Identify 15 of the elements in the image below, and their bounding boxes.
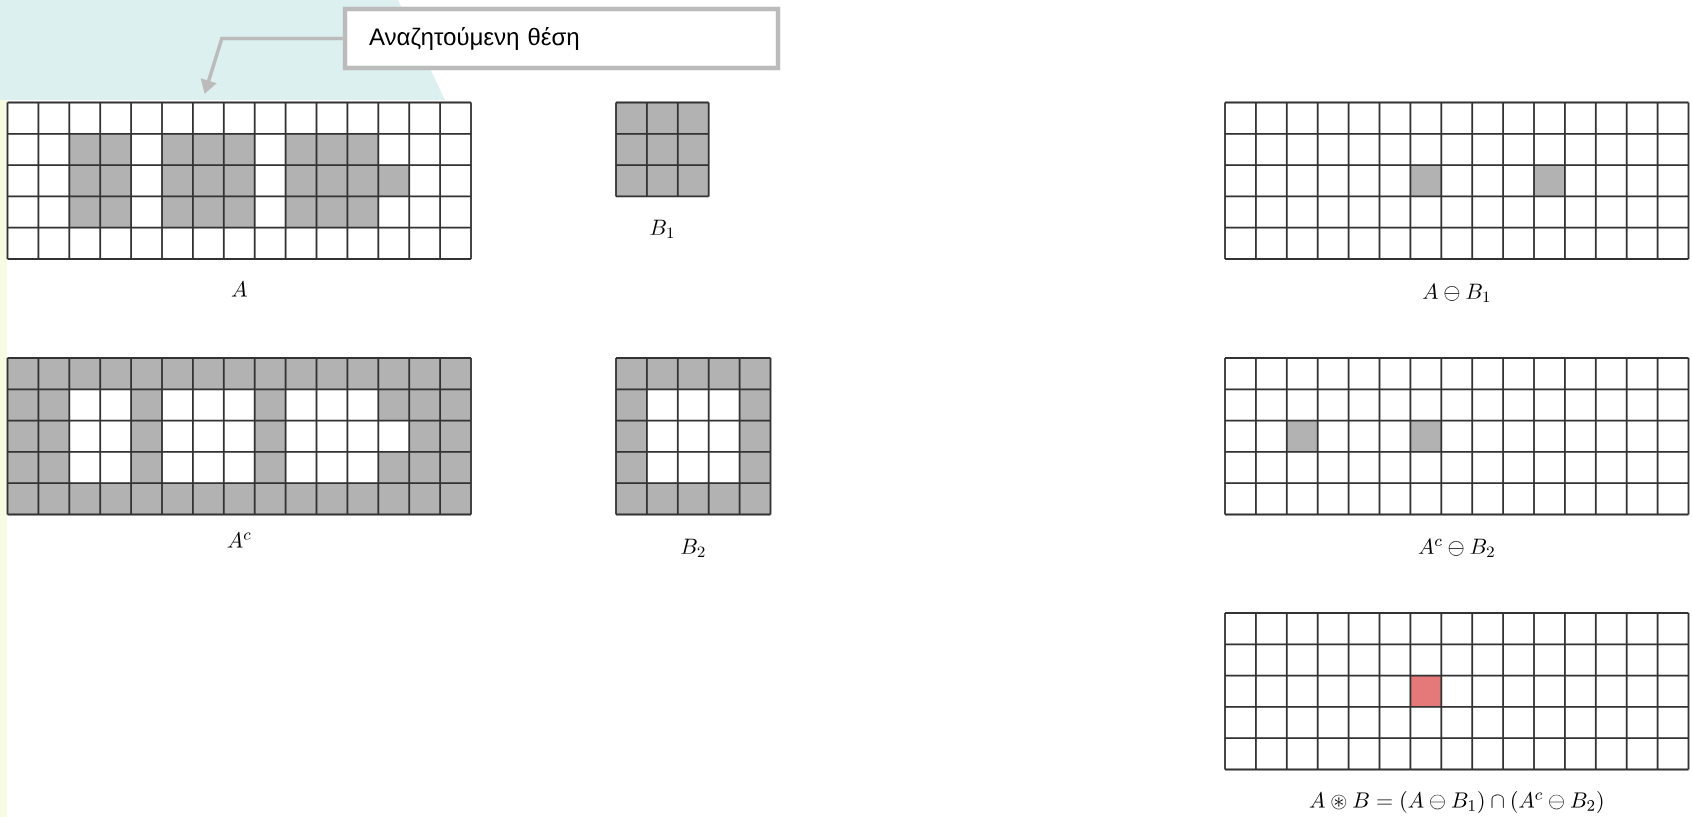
grid-drawing [1224, 357, 1690, 516]
grid-drawing [1224, 101, 1690, 260]
grid-drawing [1224, 612, 1690, 771]
grid-drawing [615, 357, 772, 516]
grid-caption: $A^c$ [227, 531, 251, 548]
grid-caption: $A^c \ominus B_2$ [1418, 538, 1494, 558]
grid-caption: $A \circledast B = (A \ominus B_1) \cap (A^c \ominus B_2)$ [1309, 791, 1603, 813]
grid-caption: $A \ominus B_1$ [1422, 283, 1490, 303]
grid-caption: $B_2$ [681, 538, 705, 558]
grid-drawing [6, 357, 472, 516]
grid-caption: $A$ [231, 280, 247, 297]
grid-caption: $B_1$ [650, 219, 674, 239]
grid-drawing [615, 101, 710, 198]
grid-drawing [6, 101, 472, 260]
callout-box: Αναζητούμενη θέση [342, 6, 781, 71]
